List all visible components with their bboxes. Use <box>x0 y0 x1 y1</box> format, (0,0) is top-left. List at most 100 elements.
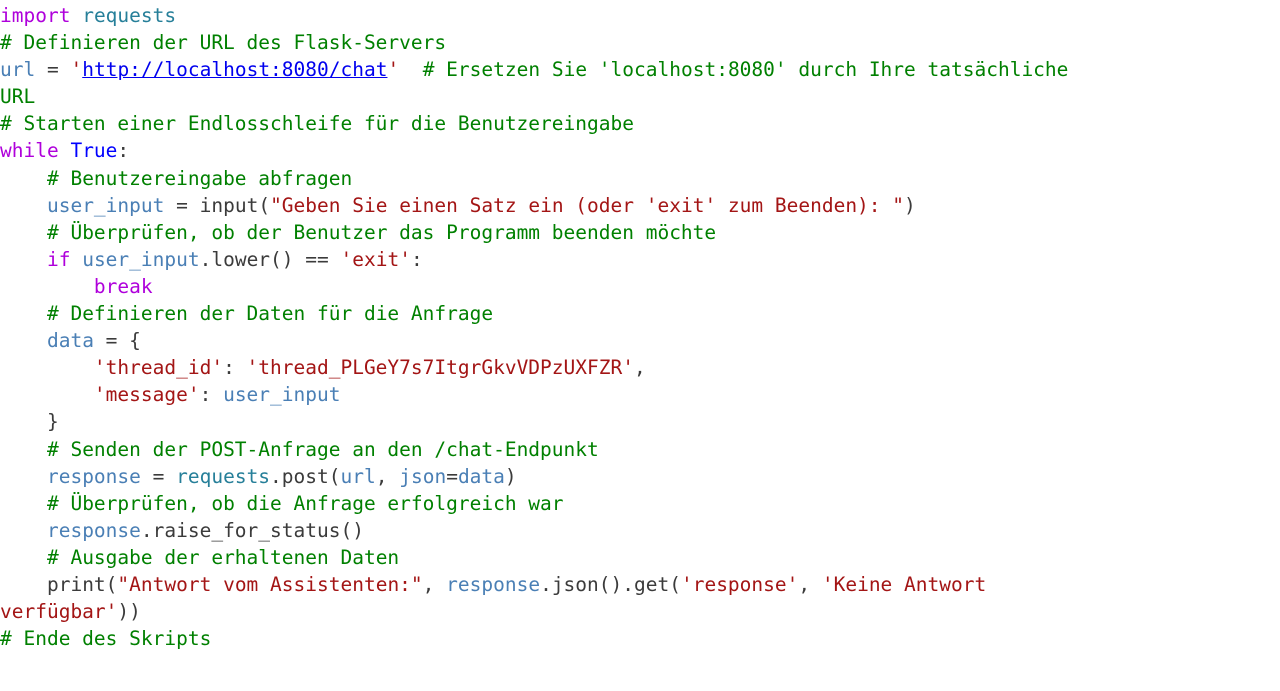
code-line[interactable]: # Definieren der URL des Flask-Servers <box>0 29 1280 56</box>
comment-token: # Ersetzen Sie 'localhost:8080' durch Ih… <box>399 58 1069 82</box>
operator-token <box>0 356 94 379</box>
operator-token: : <box>117 139 130 163</box>
variable-token: user_input <box>46 193 165 217</box>
operator-token <box>0 465 47 488</box>
comment-token: # Starten einer Endlosschleife für die B… <box>0 112 634 136</box>
code-line[interactable]: # Benutzereingabe abfragen <box>0 165 1280 192</box>
operator-token: , <box>375 464 400 488</box>
keyword-token: while <box>0 139 59 163</box>
string-token: 'exit' <box>340 247 411 271</box>
comment-token: # Definieren der URL des Flask-Servers <box>0 31 447 55</box>
code-line[interactable]: url = 'http://localhost:8080/chat' # Ers… <box>0 56 1280 83</box>
operator-token <box>70 4 82 27</box>
operator-token: .lower() == <box>199 247 341 271</box>
operator-token: , <box>422 572 447 596</box>
operator-token <box>0 302 47 325</box>
operator-token <box>0 383 94 406</box>
code-line[interactable]: # Starten einer Endlosschleife für die B… <box>0 110 1280 137</box>
bracket-token: ) <box>904 193 916 217</box>
code-line[interactable]: import requests <box>0 2 1280 29</box>
operator-token: .raise_for_status() <box>140 518 364 542</box>
code-line[interactable]: print("Antwort vom Assistenten:", respon… <box>0 571 1280 598</box>
code-line[interactable]: 'thread_id': 'thread_PLGeY7s7ItgrGkvVDPz… <box>0 354 1280 381</box>
operator-token <box>0 275 94 298</box>
code-line[interactable]: response.raise_for_status() <box>0 517 1280 544</box>
operator-token: , <box>633 356 646 380</box>
operator-token: .post( <box>270 464 341 488</box>
variable-token: response <box>446 572 541 596</box>
code-line[interactable]: break <box>0 273 1280 300</box>
code-line[interactable]: # Senden der POST-Anfrage an den /chat-E… <box>0 436 1280 463</box>
operator-token <box>70 248 82 271</box>
string-token: 'Keine Antwort <box>821 572 987 596</box>
operator-token: : <box>199 383 224 407</box>
keyword-token: import <box>0 4 71 27</box>
operator-token: : <box>410 247 423 271</box>
variable-token: url <box>0 58 36 82</box>
comment-token: # Senden der POST-Anfrage an den /chat-E… <box>46 437 599 461</box>
bracket-token: } <box>46 410 59 434</box>
comment-token: URL <box>0 85 36 109</box>
variable-token: data <box>457 464 505 488</box>
operator-token <box>0 167 47 190</box>
code-line[interactable]: verfügbar')) <box>0 598 1280 625</box>
bracket-token: ) <box>504 464 517 488</box>
variable-token: response <box>46 464 141 488</box>
operator-token <box>59 139 71 162</box>
code-line[interactable]: # Ausgabe der erhaltenen Daten <box>0 544 1280 571</box>
operator-token <box>0 248 47 271</box>
operator-token: : <box>223 356 247 380</box>
variable-token: json <box>399 464 447 488</box>
string-token: 'message' <box>93 383 200 407</box>
code-line[interactable]: while True: <box>0 137 1280 164</box>
code-line[interactable]: user_input = input("Geben Sie einen Satz… <box>0 192 1280 219</box>
variable-token: user_input <box>82 247 200 271</box>
code-line[interactable]: 'message': user_input <box>0 381 1280 408</box>
comment-token: # Überprüfen, ob der Benutzer das Progra… <box>46 220 717 244</box>
function-token: input <box>199 193 259 217</box>
comment-token: # Definieren der Daten für die Anfrage <box>46 302 494 326</box>
string-token: 'thread_PLGeY7s7ItgrGkvVDPzUXFZR' <box>246 356 634 380</box>
operator-token <box>0 221 47 244</box>
code-line[interactable]: # Überprüfen, ob die Anfrage erfolgreich… <box>0 490 1280 517</box>
variable-token: response <box>46 518 141 542</box>
string-token: ' <box>387 58 400 82</box>
comment-token: # Ausgabe der erhaltenen Daten <box>46 545 400 569</box>
string-token: "Antwort vom Assistenten:" <box>117 572 423 596</box>
bracket-token: )) <box>117 600 141 624</box>
code-line[interactable]: URL <box>0 83 1280 110</box>
operator-token: , <box>798 572 822 596</box>
operator-token: = <box>93 329 130 353</box>
operator-token <box>0 329 47 352</box>
code-line[interactable]: # Ende des Skripts <box>0 625 1280 652</box>
comment-token: # Überprüfen, ob die Anfrage erfolgreich… <box>46 491 564 515</box>
keyword-token: break <box>93 274 153 298</box>
operator-token <box>0 438 47 461</box>
code-line[interactable]: # Überprüfen, ob der Benutzer das Progra… <box>0 219 1280 246</box>
url-link[interactable]: http://localhost:8080/chat <box>82 58 388 82</box>
comment-token: # Ende des Skripts <box>0 627 212 651</box>
string-token: 'response' <box>680 572 799 596</box>
string-token: 'thread_id' <box>93 356 224 380</box>
code-line[interactable]: response = requests.post(url, json=data) <box>0 463 1280 490</box>
operator-token <box>0 410 47 433</box>
string-token: verfügbar' <box>0 600 118 624</box>
code-line[interactable]: if user_input.lower() == 'exit': <box>0 246 1280 273</box>
bracket-token: ( <box>258 193 271 217</box>
code-line[interactable]: # Definieren der Daten für die Anfrage <box>0 300 1280 327</box>
code-line[interactable]: data = { <box>0 327 1280 354</box>
operator-token: = <box>140 464 177 488</box>
string-token: "Geben Sie einen Satz ein (oder 'exit' z… <box>270 193 905 217</box>
bracket-token: { <box>129 329 141 353</box>
operator-token: = <box>446 464 458 488</box>
function-token: print <box>46 572 106 596</box>
operator-token <box>0 519 47 542</box>
variable-token: user_input <box>223 383 341 407</box>
string-token: ' <box>70 58 83 82</box>
operator-token: = <box>35 58 71 82</box>
operator-token <box>0 194 47 217</box>
module-token: requests <box>176 464 271 488</box>
code-line[interactable]: } <box>0 408 1280 435</box>
operator-token <box>0 573 47 596</box>
